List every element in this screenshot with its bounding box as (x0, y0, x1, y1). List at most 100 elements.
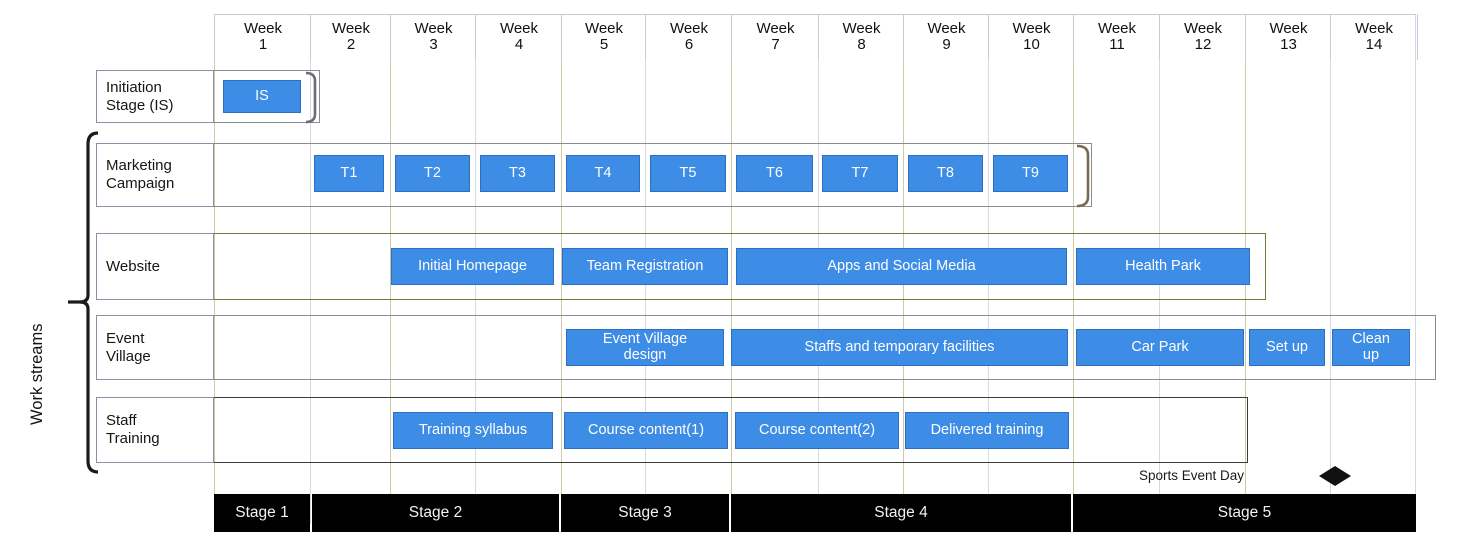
task-bar-set-up[interactable]: Set up (1249, 329, 1325, 366)
week-label-line2: 10 (1023, 36, 1040, 53)
week-label-line2: 9 (942, 36, 951, 53)
task-bar-t1[interactable]: T1 (314, 155, 384, 192)
row-label-line1: Staff (106, 412, 137, 430)
week-label-line2: 4 (514, 36, 524, 53)
task-bar-team-registration[interactable]: Team Registration (562, 248, 728, 285)
task-bar-t9[interactable]: T9 (993, 155, 1068, 192)
task-bar-label-line2: design (623, 346, 667, 363)
work-streams-axis-title: Work streams (28, 323, 46, 425)
task-bar-label-line1: Event Village (602, 331, 688, 347)
row-label-website: Website (96, 233, 214, 300)
week-label-line1: Week (756, 20, 795, 38)
task-bar-t6[interactable]: T6 (736, 155, 813, 192)
row-label-line2: Stage (IS) (106, 96, 174, 114)
row-label-line2: Village (106, 347, 151, 365)
week-label-line1: Week (1183, 20, 1223, 38)
week-label-line1: Week (927, 20, 966, 38)
week-label-line1: Week (243, 20, 283, 38)
task-bar-initial-homepage[interactable]: Initial Homepage (391, 248, 554, 285)
task-bar-t4[interactable]: T4 (566, 155, 640, 192)
week-label-line1: Week (1269, 20, 1308, 38)
marketing-bracket (1076, 144, 1090, 208)
gridline-end (1415, 14, 1416, 524)
task-bar-t7[interactable]: T7 (822, 155, 898, 192)
week-label-line2: 13 (1280, 36, 1297, 53)
row-label-line2: Campaign (106, 175, 175, 192)
stage-bar-4[interactable]: Stage 4 (731, 494, 1071, 532)
row-label-line1: Marketing (106, 157, 172, 175)
work-streams-bracket (68, 131, 99, 474)
row-label-line1: Initiation (106, 78, 162, 96)
task-bar-label-line2: up (1362, 346, 1380, 363)
gridline-w3 (390, 14, 391, 524)
week-label-line2: 3 (429, 36, 438, 53)
task-bar-car-park[interactable]: Car Park (1076, 329, 1244, 366)
week-label-line2: 6 (684, 36, 694, 53)
task-bar-delivered-training[interactable]: Delivered training (905, 412, 1069, 449)
task-bar-t3[interactable]: T3 (480, 155, 555, 192)
week-label-line2: 14 (1365, 36, 1383, 53)
week-label-line1: Week (414, 20, 453, 38)
week-label-line1: Week (499, 20, 539, 38)
task-bar-t8[interactable]: T8 (908, 155, 983, 192)
week-label-line2: 2 (346, 36, 356, 53)
gridline-w7 (731, 14, 732, 524)
week-label-line1: Week (842, 20, 881, 38)
initiation-bracket (305, 71, 317, 124)
week-label-line1: Week (1012, 20, 1051, 38)
row-label-event-village: Event Village (96, 315, 214, 380)
task-bar-t5[interactable]: T5 (650, 155, 726, 192)
week-label-line1: Week (584, 20, 624, 38)
row-label-marketing: Marketing Campaign (96, 143, 214, 207)
stage-bar-5[interactable]: Stage 5 (1073, 494, 1416, 532)
milestone-label: Sports Event Day (1139, 468, 1245, 483)
task-bar-event-village-design[interactable]: Event Village design (566, 329, 724, 366)
row-label-line1: Website (106, 257, 160, 275)
week-label-line2: 7 (771, 36, 780, 53)
week-label-line2: 5 (599, 36, 609, 53)
task-bar-training-syllabus[interactable]: Training syllabus (393, 412, 553, 449)
week-label-line1: Week (1354, 20, 1394, 38)
gridline-w1 (214, 14, 215, 524)
task-bar-course-content-2[interactable]: Course content(2) (735, 412, 899, 449)
row-label-staff-training: Staff Training (96, 397, 214, 463)
stage-bar-2[interactable]: Stage 2 (312, 494, 559, 532)
row-label-initiation: Initiation Stage (IS) (96, 70, 214, 123)
gridline-w2 (310, 14, 311, 524)
task-bar-apps-social-media[interactable]: Apps and Social Media (736, 248, 1067, 285)
gridline-w5 (561, 14, 562, 524)
task-bar-is[interactable]: IS (223, 80, 301, 113)
week-label-line2: 1 (258, 36, 268, 53)
stage-bar-1[interactable]: Stage 1 (214, 494, 310, 532)
stage-bar-3[interactable]: Stage 3 (561, 494, 729, 532)
header-top-rule (214, 14, 1416, 15)
week-label-line1: Week (1097, 20, 1137, 38)
gridline-w14 (1330, 14, 1331, 524)
milestone-diamond-icon (1319, 466, 1351, 486)
task-bar-course-content-1[interactable]: Course content(1) (564, 412, 728, 449)
task-bar-health-park[interactable]: Health Park (1076, 248, 1250, 285)
row-label-line2: Training (106, 430, 160, 447)
week-label-line2: 12 (1194, 36, 1212, 53)
task-bar-staffs-temporary-facilities[interactable]: Staffs and temporary facilities (731, 329, 1068, 366)
task-bar-label-line1: Clean (1352, 331, 1390, 347)
week-label-line2: 8 (857, 36, 866, 53)
task-bar-t2[interactable]: T2 (395, 155, 470, 192)
task-bar-clean-up[interactable]: Clean up (1332, 329, 1410, 366)
row-label-line1: Event (106, 329, 145, 347)
week-label-line2: 11 (1109, 36, 1125, 53)
